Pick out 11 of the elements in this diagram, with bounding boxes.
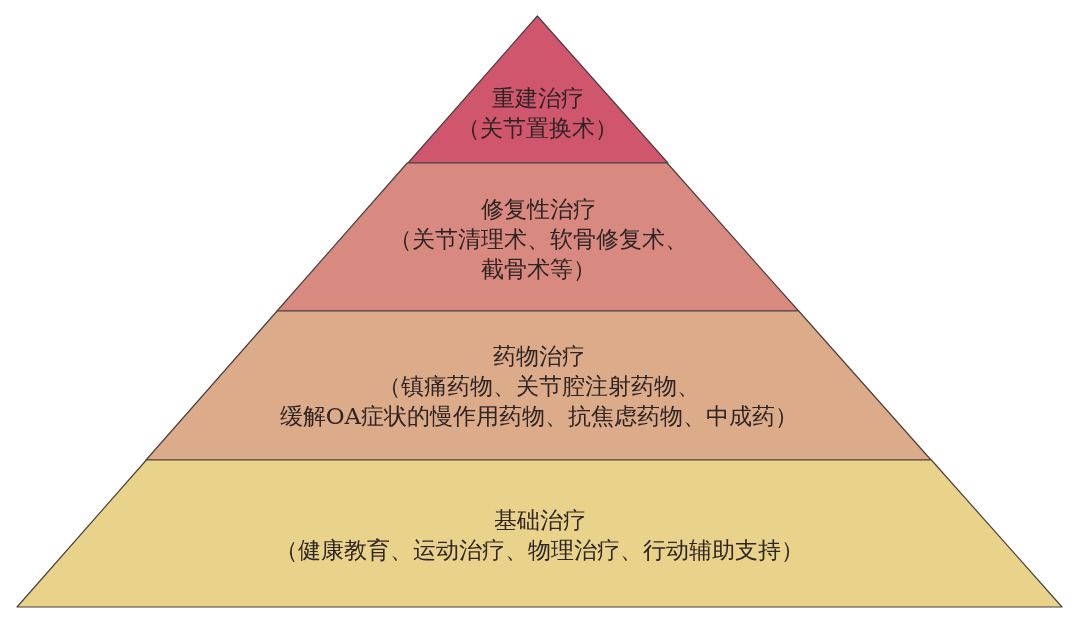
pyramid-tier: [277, 163, 800, 311]
tier-description: （健康教育、运动治疗、物理治疗、行动辅助支持）: [275, 536, 804, 565]
tier-title: 修复性治疗: [480, 195, 596, 224]
tier-description: （镇痛药物、关节腔注射药物、缓解OA症状的慢作用药物、抗焦虑药物、中成药）: [279, 372, 799, 431]
tier-description: （关节清理术、软骨修复术、截骨术等）: [388, 225, 688, 284]
pyramid-tier: [17, 460, 1062, 607]
tier-title: 药物治疗: [492, 342, 585, 371]
tier-title: 重建治疗: [491, 84, 584, 113]
tier-description: （关节置换术）: [457, 114, 619, 143]
tier-title: 基础治疗: [493, 506, 586, 535]
pyramid-tier: [146, 311, 932, 460]
